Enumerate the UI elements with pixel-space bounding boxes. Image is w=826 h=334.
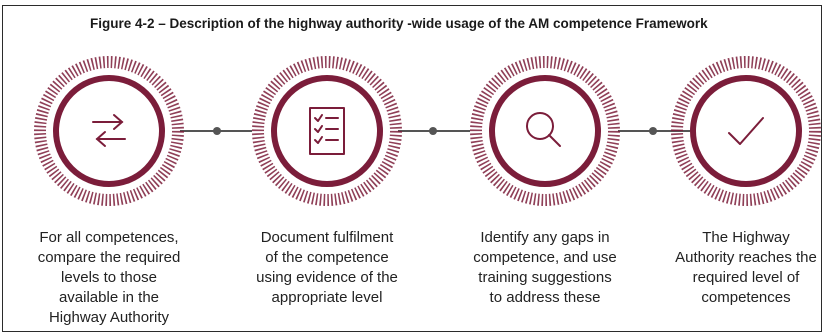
- caption-line: For all competences,: [39, 229, 179, 246]
- caption-line: Highway Authority: [48, 309, 170, 326]
- step-1-caption: For all competences, compare the require…: [14, 228, 204, 328]
- connector-1: [180, 127, 252, 135]
- caption-line: Document fulfilment: [260, 229, 394, 246]
- caption-line: compare the required: [37, 249, 181, 266]
- checkmark-icon: [728, 117, 764, 145]
- caption-line: using evidence of the: [256, 269, 398, 286]
- checklist-icon: [309, 107, 345, 155]
- caption-line: required level of: [692, 269, 800, 286]
- connector-3: [618, 127, 690, 135]
- connector-2: [398, 127, 470, 135]
- step-4-caption: The Highway Authority reaches the requir…: [651, 228, 826, 308]
- caption-line: The Highway: [702, 229, 790, 246]
- caption-line: appropriate level: [271, 289, 383, 306]
- caption-line: of the competence: [265, 249, 389, 266]
- step-circle-2: [252, 56, 402, 206]
- step-circle-1: [34, 56, 184, 206]
- caption-line: available in the: [58, 289, 160, 306]
- caption-line: competence, and use: [473, 249, 617, 266]
- caption-line: competences: [701, 289, 791, 306]
- figure-title: Figure 4-2 – Description of the highway …: [90, 16, 708, 31]
- step-circle-3: [470, 56, 620, 206]
- step-3-caption: Identify any gaps in competence, and use…: [450, 228, 640, 308]
- step-2-caption: Document fulfilment of the competence us…: [232, 228, 422, 308]
- exchange-arrows-icon: [92, 114, 126, 147]
- caption-line: to address these: [489, 289, 601, 306]
- caption-line: Identify any gaps in: [480, 229, 610, 246]
- caption-line: Authority reaches the: [675, 249, 817, 266]
- caption-line: levels to those: [61, 269, 157, 286]
- magnifier-icon: [526, 112, 561, 147]
- caption-line: training suggestions: [478, 269, 612, 286]
- step-circle-4: [671, 56, 821, 206]
